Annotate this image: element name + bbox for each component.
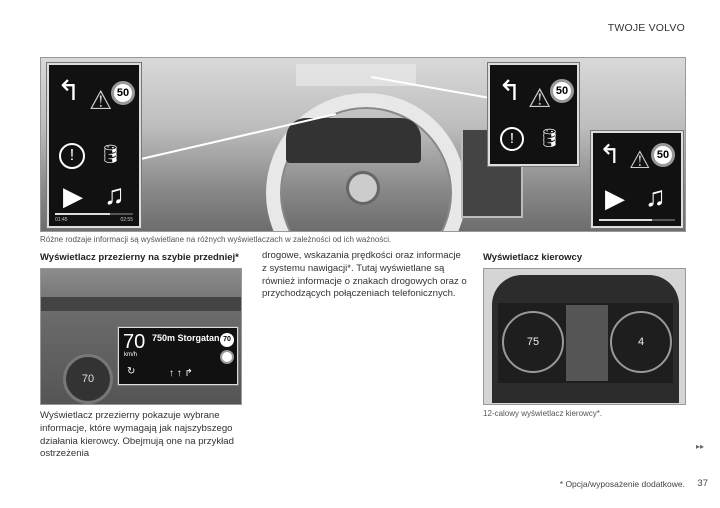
section-header: TWOJE VOLVO xyxy=(607,22,685,34)
page-number: 37 xyxy=(697,478,708,489)
oil-can-icon: 🛢 xyxy=(99,144,122,164)
hud-speed-sign: 70 xyxy=(220,333,234,347)
navigation-map xyxy=(566,305,608,381)
right-gauge: 4 xyxy=(610,311,672,373)
turn-arrow-icon: ↰ xyxy=(57,75,81,106)
warning-triangle-icon: ⚠ xyxy=(528,83,552,113)
hud-popup: 70 km/h 750m Storgatan 70 ↻ ↑ ↑ ↱ xyxy=(117,326,239,386)
music-note-icon: ♫ xyxy=(104,179,125,210)
panel-instrument: ↰ ⚠ 50 ! 🛢 ▶ ♫ 01:45 02:55 xyxy=(46,62,142,229)
hud-speed-unit: km/h xyxy=(124,352,138,358)
driver-display-caption: 12-calowy wyświetlacz kierowcy*. xyxy=(483,409,603,418)
music-note-icon: ♫ xyxy=(645,181,666,212)
warning-triangle-icon: ⚠ xyxy=(629,147,651,174)
oil-can-icon: 🛢 xyxy=(538,128,561,148)
hud-heading: Wyświetlacz przezierny na szybie przedni… xyxy=(40,252,239,263)
lane-guidance-icon: ↑ ↑ ↱ xyxy=(169,368,193,379)
panel-hud: ↰ ⚠ 50 ! 🛢 xyxy=(487,62,580,167)
time-total: 02:55 xyxy=(120,217,133,223)
left-gauge: 75 xyxy=(502,311,564,373)
speed-assist-icon: ↻ xyxy=(127,366,136,377)
media-progress-bar xyxy=(599,219,675,221)
hud-speed: 70 xyxy=(123,331,146,353)
hud-description: Wyświetlacz przezierny pokazuje wybrane … xyxy=(40,410,234,460)
turn-arrow-icon: ↰ xyxy=(498,75,522,106)
instrument-cluster xyxy=(286,118,421,163)
play-icon: ▶ xyxy=(605,183,625,213)
brake-warning-icon: ! xyxy=(59,143,85,169)
driver-display-figure: 75 4 xyxy=(483,268,686,405)
warning-triangle-icon: ⚠ xyxy=(89,85,113,115)
driver-display-heading: Wyświetlacz kierowcy xyxy=(483,252,583,263)
time-elapsed: 01:45 xyxy=(55,217,68,223)
play-icon: ▶ xyxy=(63,181,83,211)
turn-arrow-icon: ↰ xyxy=(599,139,621,169)
hud-street: 750m Storgatan xyxy=(152,333,220,343)
media-progress-bar xyxy=(55,213,133,215)
speed-sign-icon: 50 xyxy=(550,79,574,103)
panel-center-display: ↰ ⚠ 50 ▶ ♫ xyxy=(590,130,684,229)
hud-description-continued: drogowe, wskazania prędkości oraz inform… xyxy=(262,250,467,300)
brake-warning-icon: ! xyxy=(500,127,524,151)
speed-sign-icon: 50 xyxy=(111,81,135,105)
no-overtaking-sign-icon xyxy=(220,350,234,364)
speed-sign-icon: 50 xyxy=(651,143,675,167)
speedometer: 70 xyxy=(63,354,113,404)
hud-figure: 70 70 km/h 750m Storgatan 70 ↻ ↑ ↑ ↱ xyxy=(40,268,242,405)
continue-icon: ▸▸ xyxy=(696,442,705,451)
dashboard-top xyxy=(41,297,241,311)
dashboard-figure: ↰ ⚠ 50 ! 🛢 ▶ ♫ 01:45 02:55 ↰ ⚠ 50 ! 🛢 ↰ … xyxy=(40,57,686,232)
footnote: * Opcja/wyposażenie dodatkowe. xyxy=(559,479,685,489)
figure-caption: Różne rodzaje informacji są wyświetlane … xyxy=(40,235,392,244)
volvo-logo xyxy=(346,171,380,205)
